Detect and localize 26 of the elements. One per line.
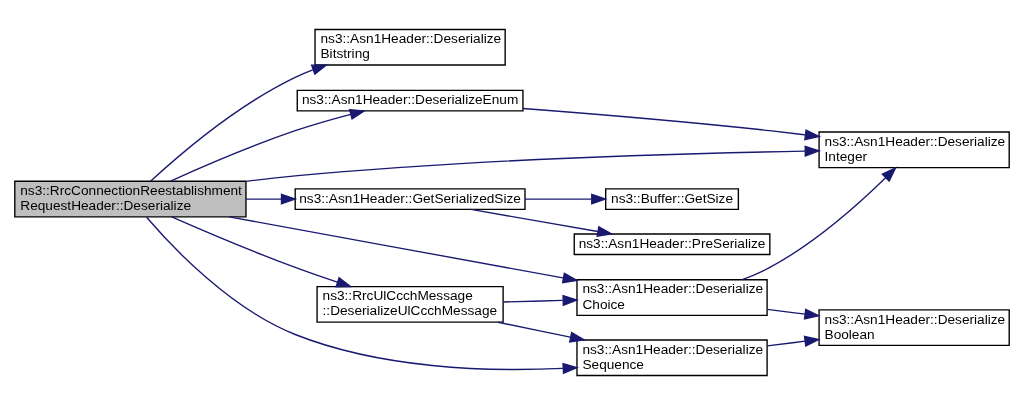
arrow bbox=[245, 145, 821, 182]
arrow bbox=[766, 335, 821, 347]
node-box: ns3::Asn1Header::DeserializeEnum bbox=[296, 89, 524, 112]
node-box: ns3::Asn1Header::Deserialize Bitstring bbox=[313, 28, 506, 66]
node-box: ns3::RrcUlCcchMessage ::DeserializeUlCcchMessage bbox=[315, 285, 504, 323]
node-box: ns3::Asn1Header::Deserialize Boolean bbox=[817, 309, 1010, 347]
arrow bbox=[523, 193, 608, 205]
arrow bbox=[244, 193, 297, 205]
node-box: ns3::Asn1Header::Deserialize Integer bbox=[817, 131, 1010, 169]
node-box: ns3::Buffer::GetSize bbox=[604, 188, 739, 211]
node-box: ns3::RrcConnectionReestablishment RequestHeader::Deserialize bbox=[13, 180, 247, 218]
node-box: ns3::Asn1Header::GetSerializedSize bbox=[294, 188, 526, 211]
arrow bbox=[521, 107, 821, 141]
node-box: ns3::Asn1Header::PreSerialize bbox=[573, 233, 770, 256]
arrow bbox=[741, 166, 897, 281]
arrow bbox=[168, 108, 366, 182]
arrow bbox=[149, 64, 328, 182]
arrow bbox=[145, 216, 579, 375]
arrow bbox=[170, 216, 353, 288]
arrow bbox=[496, 321, 586, 343]
arrow bbox=[502, 294, 579, 307]
node-box: ns3::Asn1Header::Deserialize Sequence bbox=[575, 339, 768, 377]
arrow bbox=[228, 216, 579, 284]
node-box: ns3::Asn1Header::Deserialize Choice bbox=[575, 279, 768, 317]
arrow bbox=[469, 208, 614, 238]
arrow bbox=[766, 308, 821, 320]
